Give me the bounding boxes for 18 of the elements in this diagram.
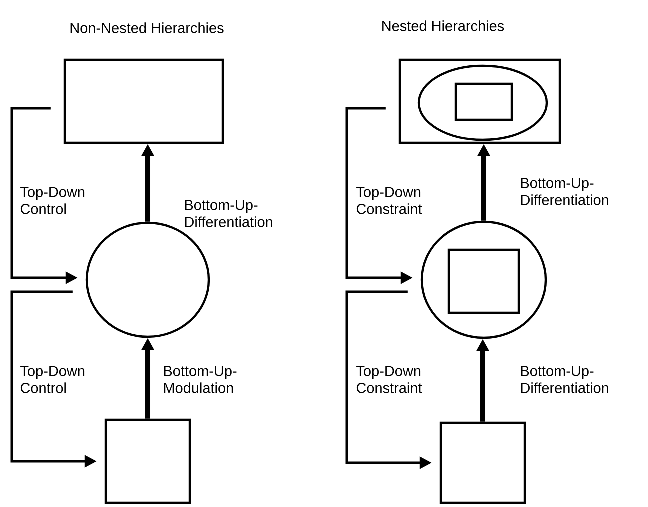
edge-label: Bottom-Up-Differentiation — [521, 366, 608, 394]
edge-label: Bottom-Up-Differentiation — [521, 178, 608, 206]
inner-ellipse-shape — [418, 64, 548, 142]
box — [440, 422, 526, 504]
inner-box — [448, 248, 520, 314]
edge-label: Bottom-Up-Differentiation — [185, 200, 272, 228]
heading: Nested Hierarchies — [382, 20, 504, 32]
circle — [420, 220, 548, 340]
edge-label: Top-Down Constraint — [356, 366, 422, 394]
inner-box — [454, 82, 514, 122]
edge-label: Top-Down Control — [20, 187, 85, 214]
box — [104, 418, 192, 504]
edge-label: Top-Down Constraint — [356, 187, 422, 214]
edge-label: Top-Down Control — [20, 366, 85, 394]
edge-label: Bottom-Up-Modulation — [164, 366, 237, 394]
box — [398, 58, 562, 144]
box — [64, 58, 224, 144]
heading: Non-Nested Hierarchies — [70, 22, 224, 34]
